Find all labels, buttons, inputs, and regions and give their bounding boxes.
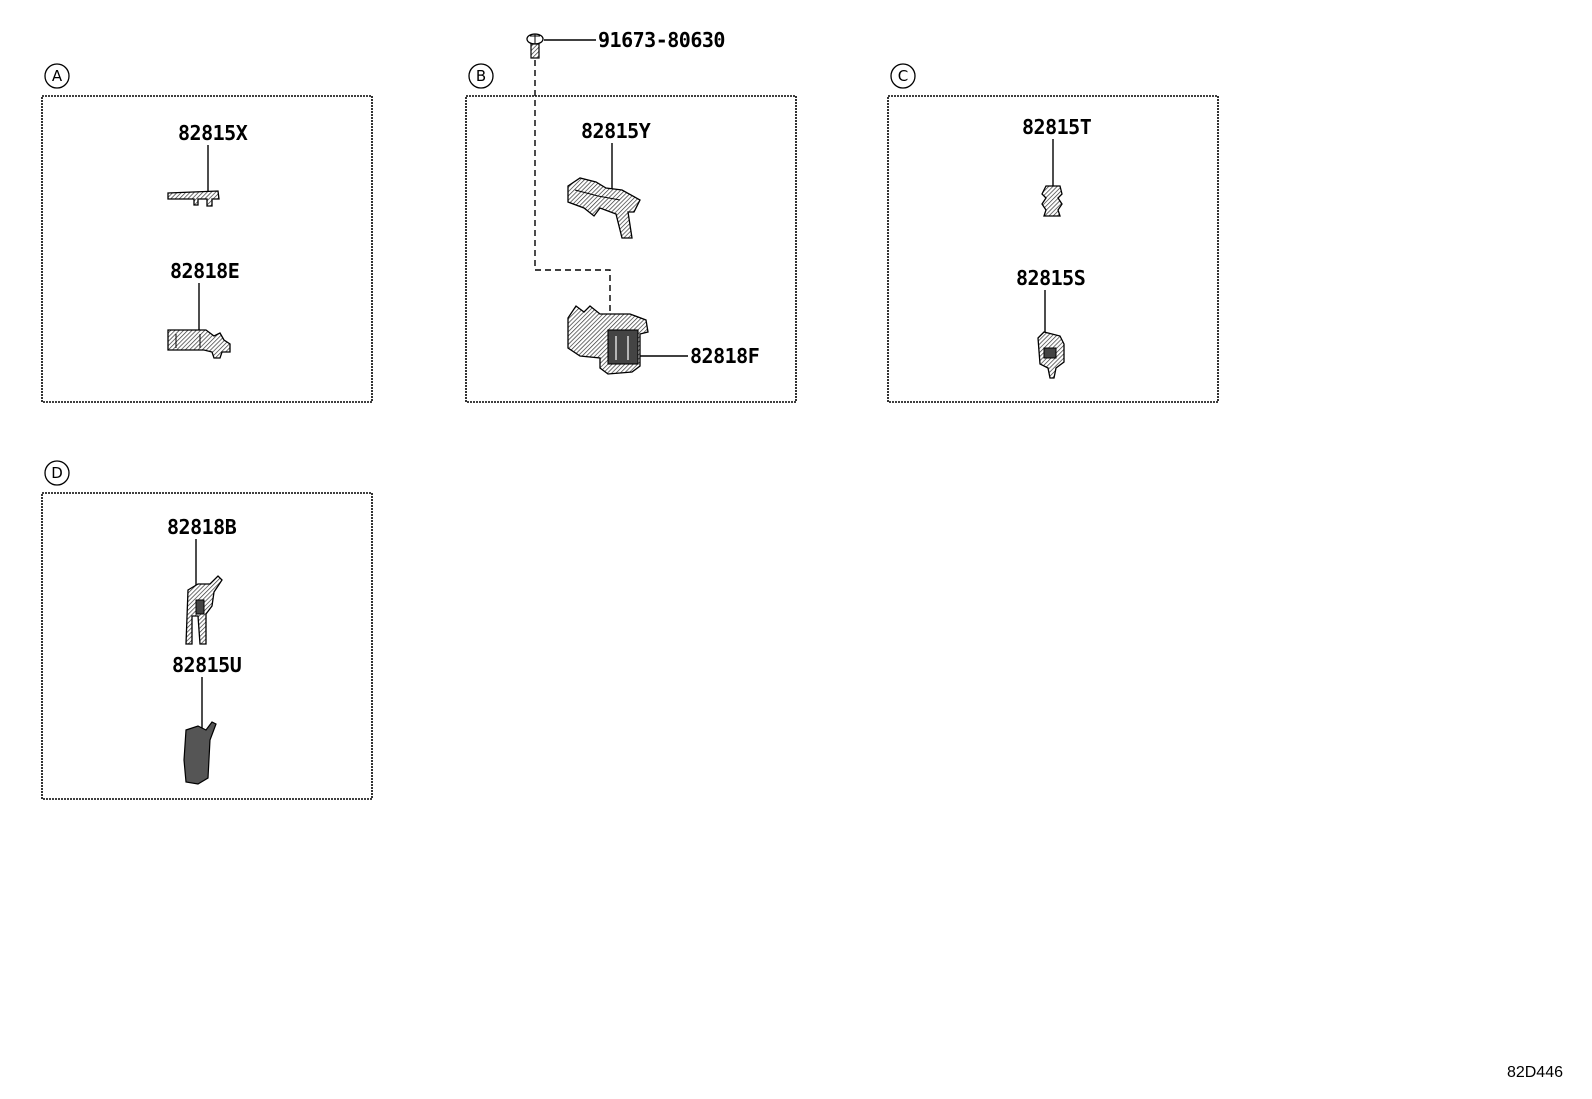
assembly-dashed-line — [534, 60, 611, 345]
part-label-82815u[interactable]: 82815U — [172, 653, 242, 677]
part-label-82818e[interactable]: 82818E — [170, 259, 240, 283]
bracket-icon — [183, 721, 217, 785]
bolt-part-label[interactable]: 91673-80630 — [598, 28, 725, 52]
part-label-82818b[interactable]: 82818B — [167, 515, 237, 539]
connector-icon — [567, 305, 649, 375]
part-label-82815t[interactable]: 82815T — [1022, 115, 1092, 139]
clip-icon — [1041, 185, 1063, 217]
section-b-badge: B — [468, 63, 494, 89]
section-c-letter: C — [898, 67, 908, 85]
section-b-letter: B — [476, 67, 486, 85]
part-label-82815x[interactable]: 82815X — [178, 121, 248, 145]
bolt-icon — [526, 33, 544, 59]
section-d-badge: D — [44, 460, 70, 486]
section-d-box — [41, 492, 373, 800]
section-a: A 82815X 82818E — [41, 63, 373, 403]
section-b: B 91673-80630 82815Y 82818F — [465, 28, 797, 403]
section-d-letter: D — [51, 464, 63, 482]
section-c-badge: C — [890, 63, 916, 89]
section-a-badge: A — [44, 63, 70, 89]
clip-icon — [1037, 331, 1065, 379]
part-label-82815s[interactable]: 82815S — [1016, 266, 1086, 290]
bracket-icon — [567, 177, 641, 239]
section-a-letter: A — [52, 67, 63, 85]
section-b-box — [465, 95, 797, 403]
bracket-icon — [185, 575, 223, 645]
section-c-box — [887, 95, 1219, 403]
clamp-icon — [167, 329, 231, 359]
section-a-box — [41, 95, 373, 403]
section-c: C 82815T 82815S — [887, 63, 1219, 403]
part-label-82818f[interactable]: 82818F — [690, 344, 760, 368]
part-label-82815y[interactable]: 82815Y — [581, 119, 651, 143]
section-d: D 82818B 82815U — [41, 460, 373, 800]
diagram-code: 82D446 — [1507, 1064, 1563, 1081]
bracket-icon — [167, 190, 220, 207]
